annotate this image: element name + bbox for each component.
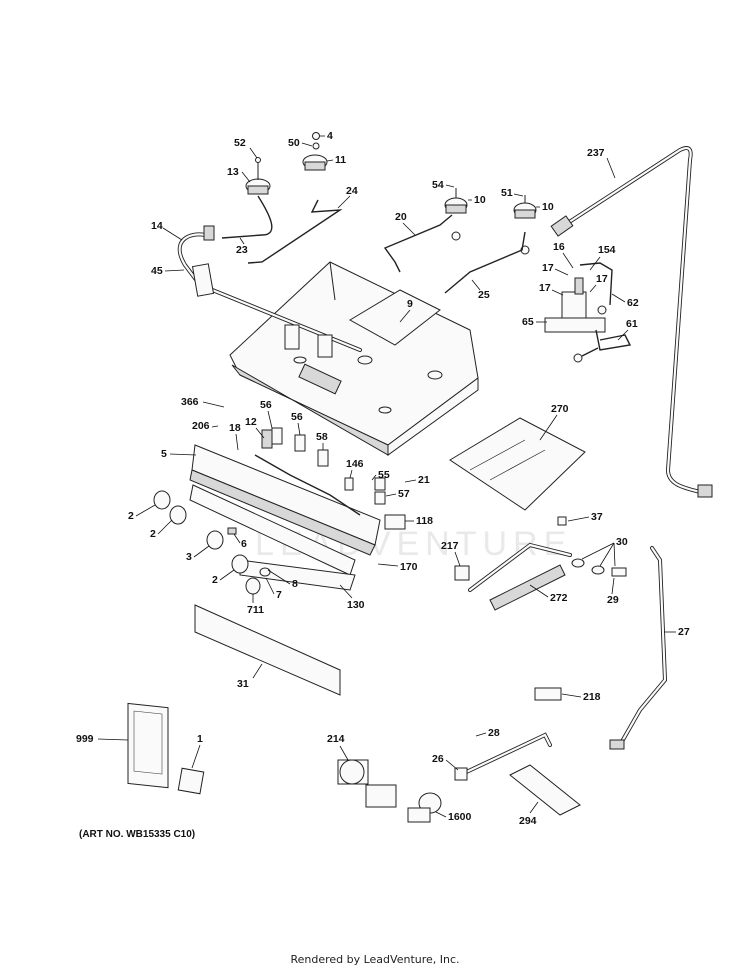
callout-31: 31 (237, 678, 249, 690)
callout-57: 57 (398, 488, 410, 500)
callout-56b: 56 (291, 411, 303, 423)
callout-17b: 17 (596, 273, 608, 285)
burner-box (229, 261, 479, 456)
callout-170: 170 (400, 561, 418, 573)
callout-65: 65 (522, 316, 534, 328)
callout-1: 1 (197, 733, 203, 745)
callout-25: 25 (478, 289, 490, 301)
callout-23: 23 (236, 244, 248, 256)
supply-tube-237 (550, 146, 713, 498)
callout-50: 50 (288, 137, 300, 149)
control-knobs (153, 490, 271, 595)
callout-14: 14 (151, 220, 163, 232)
callout-61: 61 (626, 318, 638, 330)
callout-237: 237 (587, 147, 605, 159)
gas-valve-214 (337, 759, 397, 808)
drip-pan-270 (449, 417, 586, 511)
callout-7: 7 (276, 589, 282, 601)
igniter-218 (534, 687, 562, 701)
callout-29: 29 (607, 594, 619, 606)
oven-burner-tube-26 (454, 732, 552, 781)
callout-28: 28 (488, 727, 500, 739)
callout-366: 366 (181, 396, 199, 408)
callout-154: 154 (598, 244, 616, 256)
callout-3: 3 (186, 551, 192, 563)
tube-20 (383, 214, 453, 273)
callout-20: 20 (395, 211, 407, 223)
callouts: 52 13 50 4 11 24 14 23 45 54 10 51 10 20… (76, 130, 690, 827)
callout-24: 24 (346, 185, 358, 197)
footer-credit: Rendered by LeadVenture, Inc. (290, 953, 460, 966)
callout-10a: 10 (474, 194, 486, 206)
tube-24 (247, 199, 343, 264)
switch-harness (254, 427, 386, 516)
tube-23 (221, 195, 273, 239)
burner-valve-10b (513, 195, 537, 255)
bake-burner-272 (468, 542, 572, 611)
tube-25 (444, 231, 526, 294)
callout-62: 62 (627, 297, 639, 309)
control-panel (189, 444, 381, 591)
callout-2a: 2 (128, 510, 134, 522)
callout-218: 218 (583, 691, 601, 703)
orifice-fittings (571, 558, 627, 577)
callout-55: 55 (378, 469, 390, 481)
manifold-pipe (177, 225, 362, 358)
hardware-kit (177, 767, 205, 795)
callout-37: 37 (591, 511, 603, 523)
callout-54: 54 (432, 179, 444, 191)
callout-45: 45 (151, 265, 163, 277)
callout-27: 27 (678, 626, 690, 638)
callout-10b: 10 (542, 201, 554, 213)
callout-51: 51 (501, 187, 513, 199)
callout-17a: 17 (542, 262, 554, 274)
owner-manual (127, 702, 169, 789)
callout-5: 5 (161, 448, 167, 460)
callout-2c: 2 (212, 574, 218, 586)
pressure-regulator (544, 262, 632, 363)
callout-18: 18 (229, 422, 241, 434)
callout-9: 9 (407, 298, 413, 310)
callout-1600: 1600 (448, 811, 472, 823)
burner-valve-10a (444, 188, 468, 241)
callout-26: 26 (432, 753, 444, 765)
callout-270: 270 (551, 403, 569, 415)
callout-13: 13 (227, 166, 239, 178)
callout-118: 118 (416, 515, 433, 527)
callout-17c: 17 (539, 282, 551, 294)
igniter-module-118 (384, 514, 406, 530)
callout-21: 21 (418, 474, 430, 486)
igniter-217 (454, 565, 470, 581)
callout-12: 12 (245, 416, 257, 428)
callout-999: 999 (76, 733, 94, 745)
callout-146: 146 (346, 458, 364, 470)
art-number: (ART NO. WB15335 C10) (79, 829, 196, 840)
callout-214: 214 (327, 733, 345, 745)
callout-2b: 2 (150, 528, 156, 540)
burner-valve-11 (302, 132, 328, 171)
callout-206: 206 (192, 420, 210, 432)
callout-6: 6 (241, 538, 247, 550)
callout-16: 16 (553, 241, 565, 253)
callout-56a: 56 (260, 399, 272, 411)
solenoid-1600 (407, 792, 442, 823)
callout-130: 130 (347, 599, 365, 611)
broil-pan-294 (509, 764, 581, 816)
callout-52: 52 (234, 137, 246, 149)
burner-valve-13 (245, 157, 271, 195)
trim-strip-31 (194, 604, 341, 696)
callout-711: 711 (247, 604, 264, 616)
supply-tube-27 (609, 546, 668, 750)
bracket-37 (557, 516, 567, 526)
callout-58: 58 (316, 431, 328, 443)
callout-217: 217 (441, 540, 459, 552)
callout-11: 11 (335, 154, 346, 166)
callout-4: 4 (327, 130, 333, 142)
callout-294: 294 (519, 815, 537, 827)
callout-30: 30 (616, 536, 628, 548)
callout-8: 8 (292, 578, 298, 590)
callout-272: 272 (550, 592, 568, 604)
